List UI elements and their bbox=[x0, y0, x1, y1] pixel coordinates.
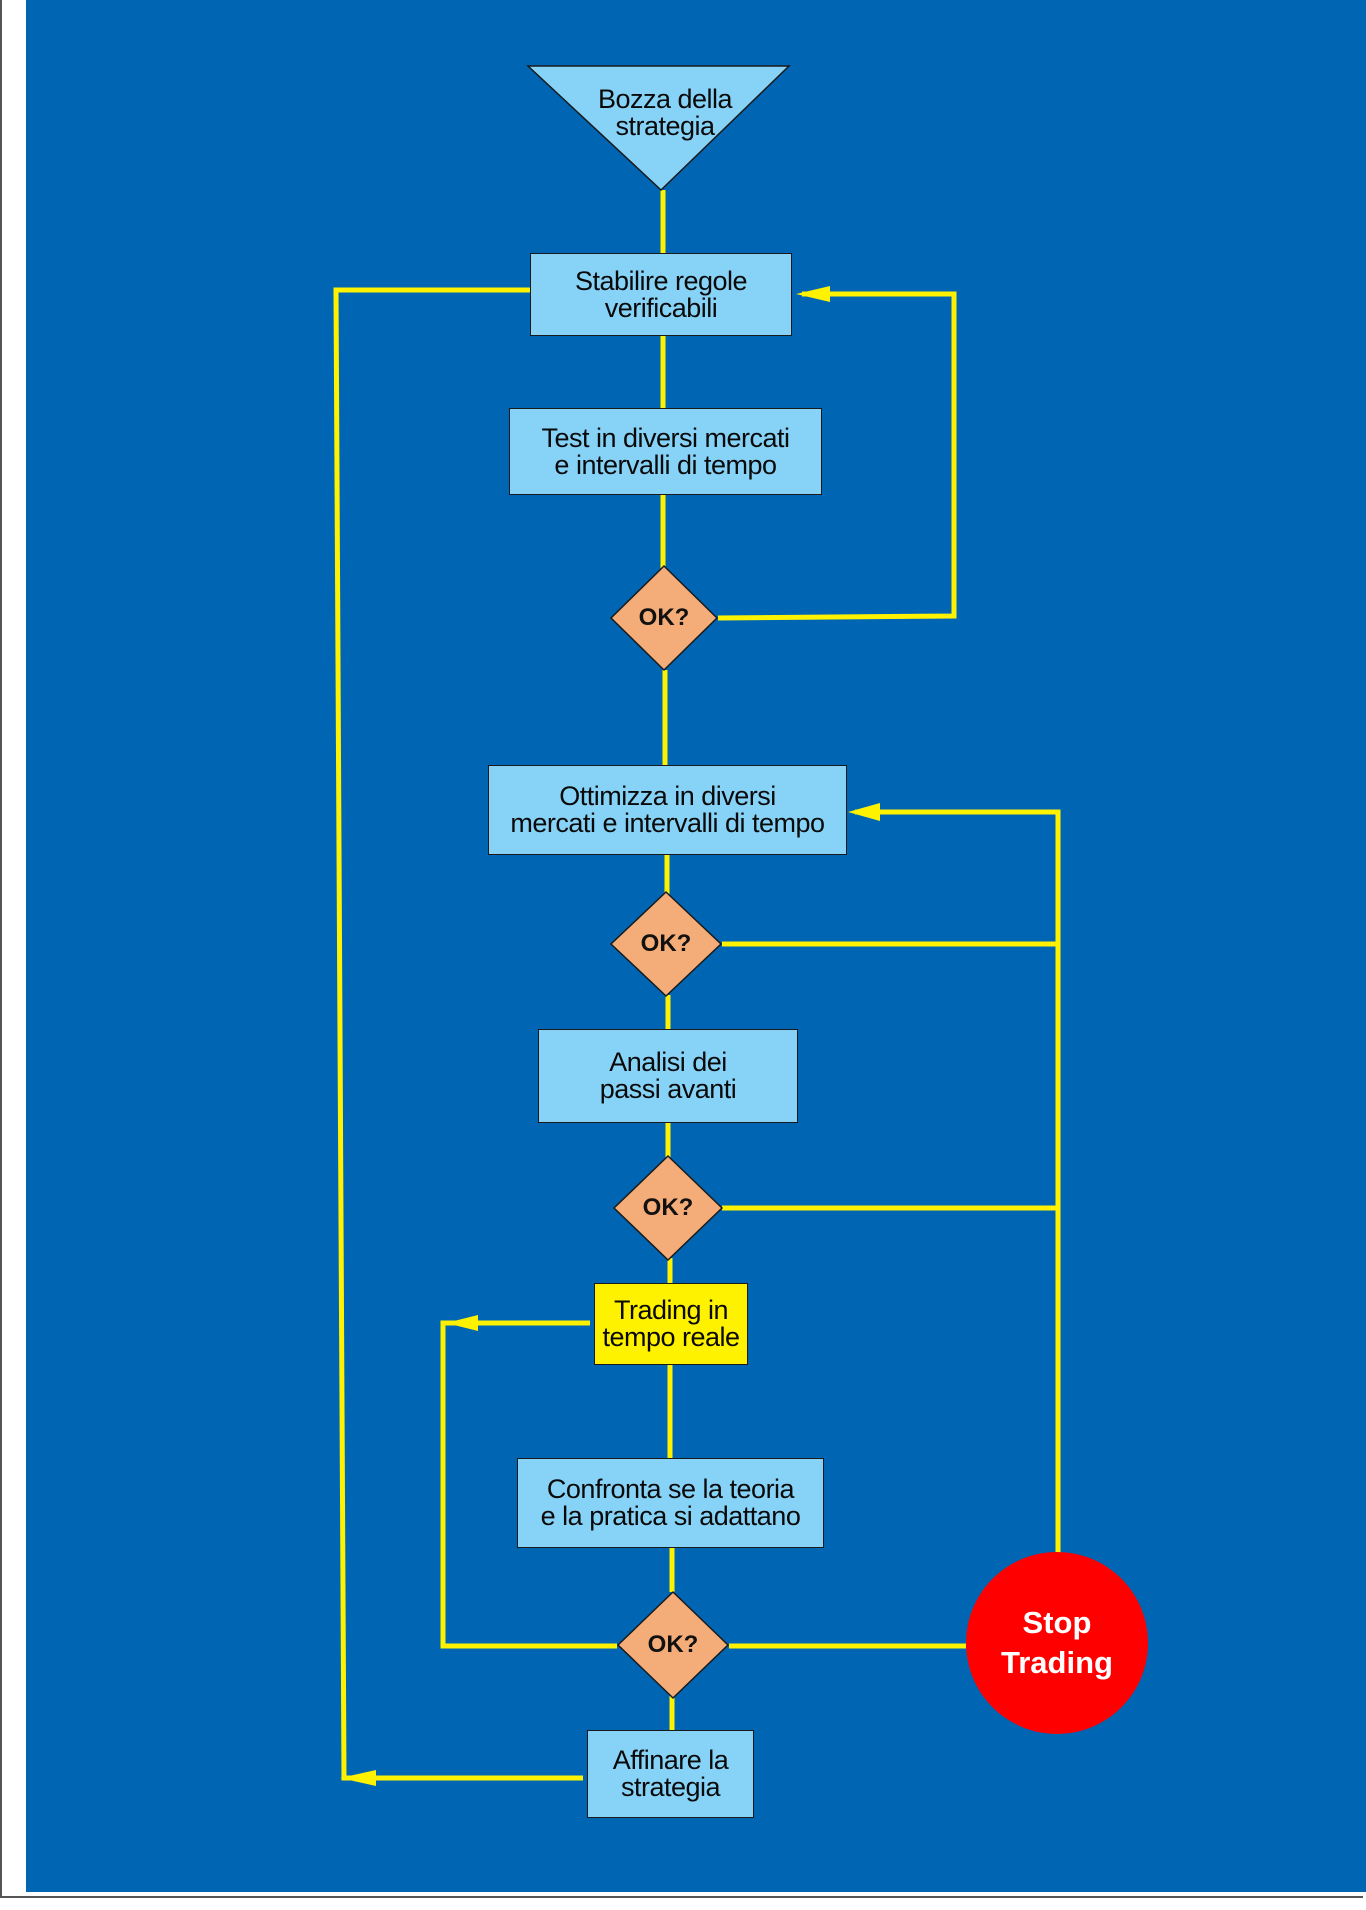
arrowhead-refine-loop bbox=[340, 1770, 376, 1786]
step-test-label: Test in diversi mercati e intervalli di … bbox=[541, 422, 790, 480]
step-walkforward-label: Analisi dei passi avanti bbox=[599, 1047, 737, 1104]
step-refine-label: Affinare la strategia bbox=[612, 1745, 729, 1802]
decision-2-label: OK? bbox=[640, 930, 692, 957]
decision-diamond-3 bbox=[612, 1154, 724, 1262]
decision-3-label: OK? bbox=[642, 1194, 694, 1221]
stop-trading-label: Stop Trading bbox=[1001, 1605, 1113, 1680]
loop-d1-to-rules bbox=[717, 291, 957, 621]
step-optimize-label: Ottimizza in diversi mercati e intervall… bbox=[510, 781, 825, 838]
decision-1-label: OK? bbox=[638, 604, 690, 631]
step-walkforward-box: Analisi dei passi avanti bbox=[538, 1029, 798, 1123]
step-compare-box: Confronta se la teoria e la pratica si a… bbox=[517, 1458, 824, 1548]
loop-right-trunk bbox=[855, 809, 1061, 1650]
step-live-trading-label: Trading in tempo reale bbox=[602, 1295, 740, 1352]
step-compare-label: Confronta se la teoria e la pratica si a… bbox=[540, 1474, 801, 1531]
decision-diamond-1 bbox=[609, 564, 719, 672]
stop-circle bbox=[966, 1552, 1148, 1734]
start-label: Bozza della strategia bbox=[597, 84, 733, 141]
step-rules-label: Stabilire regole verificabili bbox=[574, 265, 748, 323]
arrowhead-optimize bbox=[848, 803, 880, 821]
loop-rules-refine bbox=[333, 287, 583, 1781]
step-rules-box: Stabilire regole verificabili bbox=[530, 253, 792, 336]
step-refine-box: Affinare la strategia bbox=[587, 1730, 754, 1818]
arrowhead-rules bbox=[796, 286, 830, 302]
decision-4-label: OK? bbox=[647, 1631, 699, 1658]
step-optimize-box: Ottimizza in diversi mercati e intervall… bbox=[488, 765, 847, 855]
start-triangle bbox=[526, 65, 791, 192]
decision-diamond-4 bbox=[616, 1590, 730, 1700]
step-test-box: Test in diversi mercati e intervalli di … bbox=[509, 408, 822, 495]
loop-d4-to-live bbox=[440, 1320, 617, 1649]
decision-diamond-2 bbox=[609, 890, 723, 998]
step-live-trading-box: Trading in tempo reale bbox=[594, 1283, 748, 1365]
arrowhead-live-loop bbox=[446, 1315, 478, 1331]
